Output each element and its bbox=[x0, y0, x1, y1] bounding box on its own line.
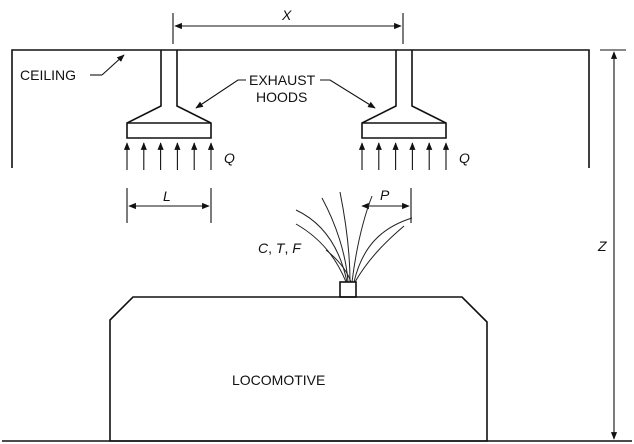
locomotive-label: LOCOMOTIVE bbox=[232, 372, 325, 388]
dimension-p bbox=[361, 188, 412, 223]
exhaust-hood-right bbox=[361, 50, 447, 139]
locomotive-exhaust-stack bbox=[339, 281, 357, 298]
airflow-q-label-left: Q bbox=[224, 150, 235, 166]
dimension-z-label: Z bbox=[597, 238, 607, 254]
dimension-x bbox=[172, 13, 404, 44]
airflow-arrows-right bbox=[358, 142, 450, 170]
ceiling-line bbox=[11, 49, 590, 168]
exhaust-hood-left bbox=[126, 50, 212, 139]
dimension-l-label: L bbox=[163, 188, 171, 204]
dimension-p-label: P bbox=[380, 187, 390, 203]
dimension-z bbox=[600, 49, 626, 440]
dimension-x-label: X bbox=[281, 7, 292, 23]
locomotive-body bbox=[109, 296, 488, 442]
exhaust-hoods-leaders bbox=[195, 79, 376, 109]
dimension-l bbox=[126, 188, 212, 223]
exhaust-hoods-label-line1: EXHAUST bbox=[249, 72, 316, 88]
emission-plume bbox=[295, 191, 413, 283]
emission-label: C, T, F bbox=[258, 240, 302, 256]
airflow-arrows-left bbox=[123, 142, 215, 170]
airflow-q-label-right: Q bbox=[459, 150, 470, 166]
exhaust-hoods-label-line2: HOODS bbox=[256, 89, 307, 105]
ceiling-label: CEILING bbox=[20, 67, 76, 83]
